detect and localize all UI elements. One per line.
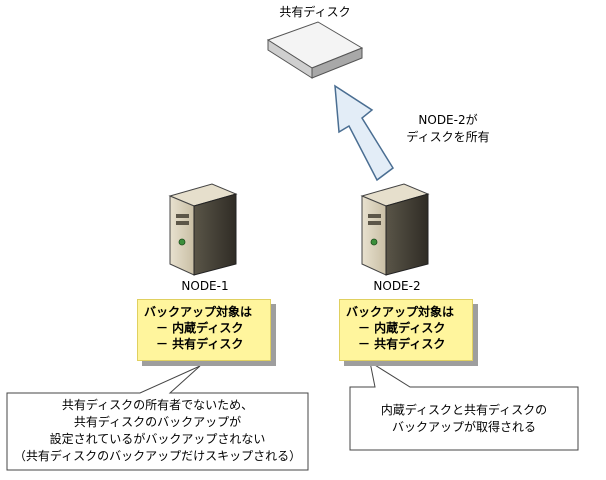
node1-note-item-1: － 内蔵ディスク bbox=[156, 321, 244, 335]
node2-server-icon bbox=[360, 183, 430, 276]
shared-disk-label: 共有ディスク bbox=[279, 5, 351, 19]
node1-callout-line-3: 設定されているがバックアップされない bbox=[49, 432, 266, 446]
ownership-line-1: NODE-2が bbox=[418, 113, 478, 127]
node1-callout-line-4: （共有ディスクのバックアップだけスキップされる） bbox=[13, 449, 302, 463]
node2-callout-line-1: 内蔵ディスクと共有ディスクの bbox=[380, 403, 548, 417]
node2-callout-line-2: バックアップが取得される bbox=[391, 420, 536, 434]
ownership-line-2: ディスクを所有 bbox=[406, 130, 490, 144]
node1-callout-text: 共有ディスクの所有者でないため、 共有ディスクのバックアップが 設定されているが… bbox=[7, 397, 308, 465]
node1-label: NODE-1 bbox=[181, 279, 229, 293]
node1-backup-note: バックアップ対象は － 内蔵ディスク － 共有ディスク bbox=[137, 299, 271, 361]
node2-label: NODE-2 bbox=[373, 279, 421, 293]
node1-server-icon bbox=[168, 183, 238, 276]
ownership-arrow-icon bbox=[334, 84, 394, 182]
node2-note-title: バックアップ対象は bbox=[346, 305, 455, 319]
node2-callout-shape bbox=[349, 360, 579, 451]
node1-callout-line-2: 共有ディスクのバックアップが bbox=[73, 415, 242, 429]
node1-note-item-2: － 共有ディスク bbox=[156, 337, 244, 351]
node1-callout-shape bbox=[6, 365, 309, 471]
node2-callout-text: 内蔵ディスクと共有ディスクの バックアップが取得される bbox=[350, 402, 578, 436]
node2-note-item-2: － 共有ディスク bbox=[358, 337, 446, 351]
node2-backup-note: バックアップ対象は － 内蔵ディスク － 共有ディスク bbox=[339, 299, 473, 361]
shared-disk-icon bbox=[266, 21, 364, 79]
ownership-text: NODE-2が ディスクを所有 bbox=[388, 112, 508, 146]
node1-note-title: バックアップ対象は bbox=[144, 305, 253, 319]
node2-note-item-1: － 内蔵ディスク bbox=[358, 321, 446, 335]
node1-callout-line-1: 共有ディスクの所有者でないため、 bbox=[61, 398, 254, 412]
